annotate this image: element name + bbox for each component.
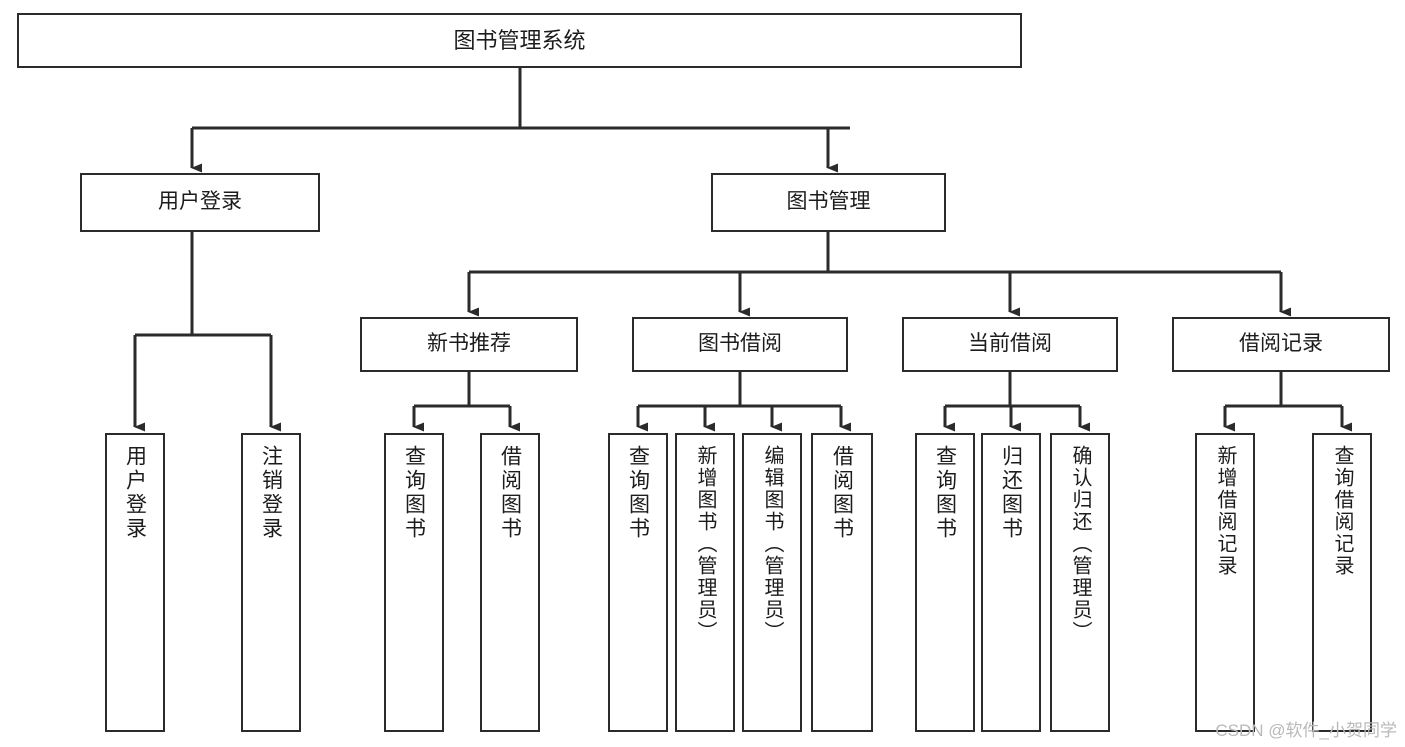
leaf-confirm-return-admin-label: 确认归还（管理员） <box>1069 445 1091 643</box>
leaf-edit-book-admin[interactable]: 编辑图书（管理员） <box>742 433 802 732</box>
node-new-book-recommend-label: 新书推荐 <box>427 332 511 356</box>
leaf-query-borrow-record[interactable]: 查询借阅记录 <box>1312 433 1372 732</box>
node-user-login[interactable]: 用户登录 <box>80 173 320 232</box>
node-new-book-recommend[interactable]: 新书推荐 <box>360 317 578 372</box>
leaf-borrow-book[interactable]: 借阅图书 <box>811 433 873 732</box>
node-root-label: 图书管理系统 <box>453 27 586 53</box>
leaf-user-login-label: 用户登录 <box>123 445 147 541</box>
node-book-borrow[interactable]: 图书借阅 <box>632 317 848 372</box>
leaf-add-book-admin[interactable]: 新增图书（管理员） <box>675 433 735 732</box>
node-book-manage[interactable]: 图书管理 <box>711 173 946 232</box>
node-user-login-label: 用户登录 <box>158 190 242 214</box>
node-root[interactable]: 图书管理系统 <box>17 13 1022 68</box>
node-borrow-record[interactable]: 借阅记录 <box>1172 317 1390 372</box>
leaf-borrow-book-recommend[interactable]: 借阅图书 <box>480 433 540 732</box>
leaf-confirm-return-admin[interactable]: 确认归还（管理员） <box>1050 433 1110 732</box>
leaf-logout-label: 注销登录 <box>259 445 283 541</box>
leaf-logout[interactable]: 注销登录 <box>241 433 301 732</box>
node-current-borrow-label: 当前借阅 <box>968 332 1052 356</box>
node-book-borrow-label: 图书借阅 <box>698 332 782 356</box>
node-current-borrow[interactable]: 当前借阅 <box>902 317 1118 372</box>
leaf-edit-book-admin-label: 编辑图书（管理员） <box>761 445 783 643</box>
leaf-query-book-current[interactable]: 查询图书 <box>915 433 975 732</box>
leaf-query-book-recommend-label: 查询图书 <box>402 445 426 541</box>
leaf-query-book-current-label: 查询图书 <box>933 445 957 541</box>
leaf-add-borrow-record-label: 新增借阅记录 <box>1214 445 1236 577</box>
node-borrow-record-label: 借阅记录 <box>1239 332 1323 356</box>
leaf-query-book-borrow[interactable]: 查询图书 <box>608 433 668 732</box>
leaf-return-book[interactable]: 归还图书 <box>981 433 1041 732</box>
leaf-query-borrow-record-label: 查询借阅记录 <box>1331 445 1353 577</box>
leaf-query-book-recommend[interactable]: 查询图书 <box>384 433 444 732</box>
leaf-add-book-admin-label: 新增图书（管理员） <box>694 445 716 643</box>
node-book-manage-label: 图书管理 <box>786 190 871 214</box>
leaf-user-login[interactable]: 用户登录 <box>105 433 165 732</box>
leaf-add-borrow-record[interactable]: 新增借阅记录 <box>1195 433 1255 732</box>
leaf-return-book-label: 归还图书 <box>999 445 1023 541</box>
leaf-query-book-borrow-label: 查询图书 <box>626 445 650 541</box>
leaf-borrow-book-label: 借阅图书 <box>830 445 854 541</box>
leaf-borrow-book-recommend-label: 借阅图书 <box>498 445 522 541</box>
watermark-text: CSDN @软件_小贺同学 <box>1215 721 1397 740</box>
